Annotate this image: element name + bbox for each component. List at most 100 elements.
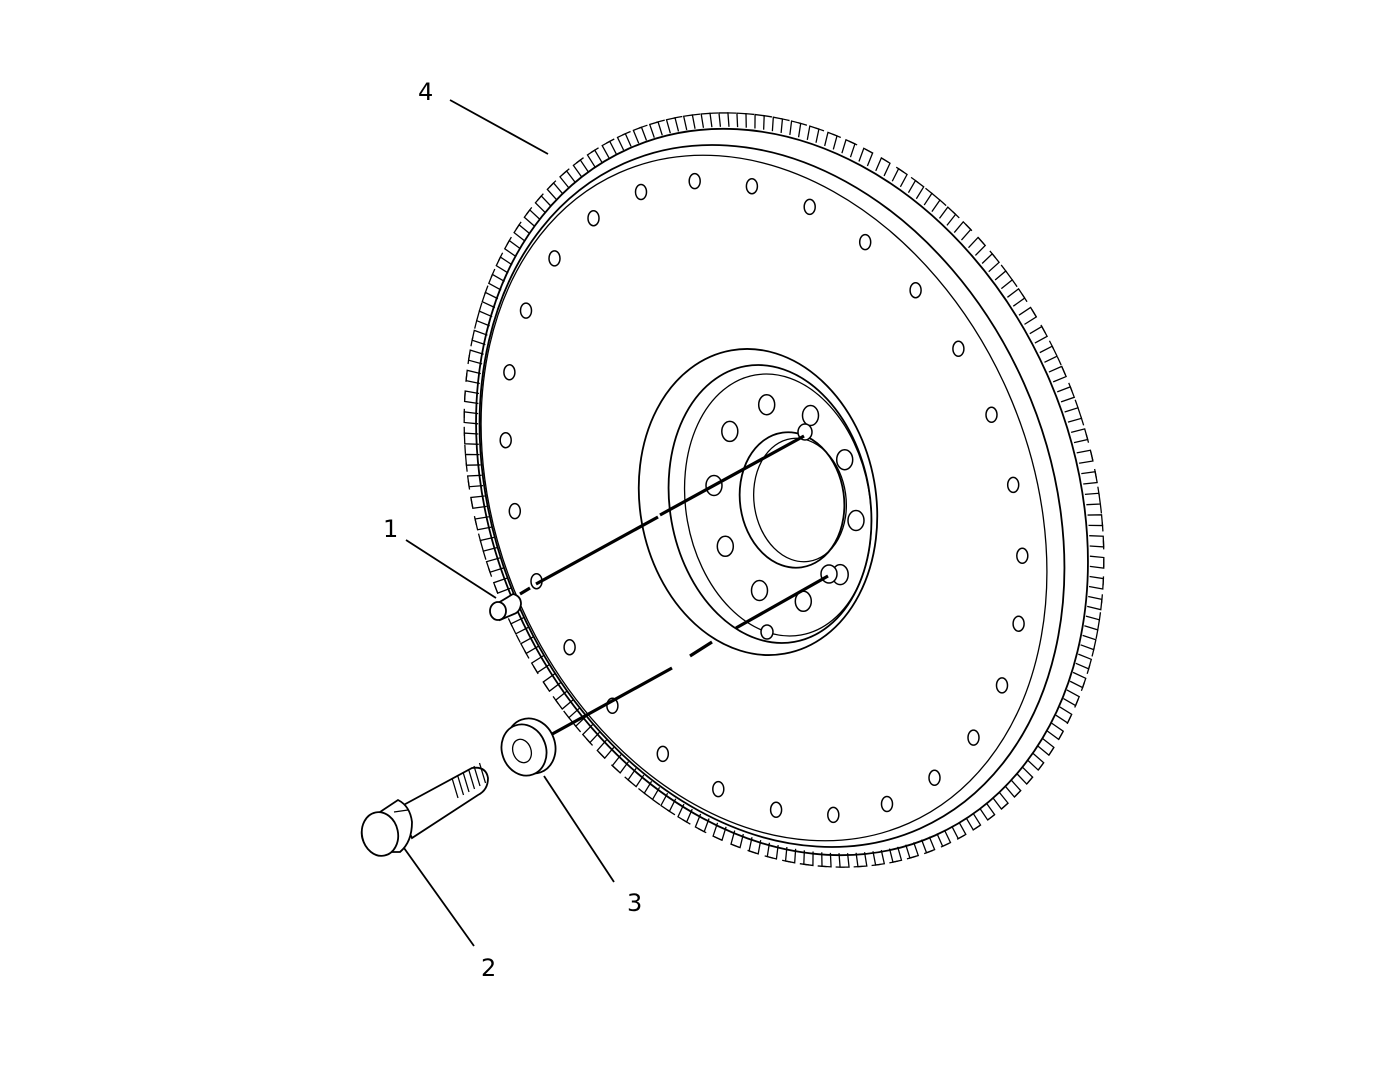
outer-bolt-hole bbox=[499, 431, 512, 449]
hub-bolt-hole bbox=[721, 420, 739, 443]
gear-tooth bbox=[875, 157, 891, 177]
outer-bolt-hole bbox=[634, 183, 648, 201]
gear-tooth bbox=[463, 432, 479, 445]
outer-bolt-hole bbox=[995, 677, 1009, 694]
gear-tooth bbox=[479, 536, 498, 552]
gear-tooth bbox=[648, 121, 663, 138]
outer-bolt-hole bbox=[985, 406, 998, 424]
gear-tooth bbox=[700, 112, 713, 128]
hub-outer-edge bbox=[637, 348, 879, 656]
washer bbox=[500, 717, 557, 777]
gear-tooth bbox=[938, 206, 957, 226]
bolt-axis-solid bbox=[735, 574, 829, 630]
bolt-thread bbox=[451, 777, 459, 799]
outer-bolt-hole bbox=[952, 340, 965, 358]
gear-tooth bbox=[891, 167, 908, 188]
outer-bolt-hole bbox=[909, 281, 922, 299]
leader-1 bbox=[405, 539, 497, 599]
outer-bolt-hole bbox=[1012, 615, 1025, 632]
gear-tooth bbox=[523, 208, 541, 228]
outer-bolt-hole bbox=[858, 233, 872, 251]
gear-tooth bbox=[718, 112, 730, 127]
callout-1: 1 bbox=[383, 515, 398, 543]
bolt-threads bbox=[451, 762, 487, 799]
gear-tooth bbox=[586, 149, 603, 168]
outer-bolt-hole bbox=[688, 172, 701, 190]
outer-bolt-hole bbox=[587, 209, 600, 227]
gear-tooth bbox=[1064, 406, 1083, 423]
outer-bolt-hole bbox=[1006, 476, 1020, 494]
center-bore-inner bbox=[752, 437, 848, 563]
gear-tooth bbox=[953, 220, 972, 241]
leader-3 bbox=[543, 775, 615, 883]
leader-2 bbox=[403, 847, 475, 947]
gear-tooth bbox=[632, 126, 648, 144]
gear-tooth bbox=[503, 239, 521, 258]
flywheel bbox=[463, 112, 1105, 868]
gear-tooth bbox=[754, 113, 765, 130]
outer-bolt-hole bbox=[967, 729, 980, 746]
gear-tooth bbox=[923, 192, 941, 212]
gear-tooth bbox=[1018, 306, 1038, 325]
gear-tooth bbox=[1088, 575, 1105, 590]
outer-bolt-hole bbox=[519, 302, 533, 319]
gear-tooth bbox=[464, 453, 481, 466]
outer-bolt-hole bbox=[827, 806, 840, 824]
outer-bolt-hole bbox=[508, 502, 522, 520]
bolt-thread bbox=[462, 771, 470, 793]
bolt-thread bbox=[456, 774, 465, 796]
gear-tooth bbox=[858, 147, 874, 167]
gear-tooth bbox=[1084, 615, 1101, 631]
bolt-thread bbox=[478, 762, 487, 784]
gear-tooth bbox=[1039, 345, 1058, 363]
gear-tooth bbox=[1075, 653, 1093, 670]
dowel-axis-dash bbox=[535, 515, 659, 586]
gear-tooth bbox=[806, 125, 820, 143]
gear-tooth bbox=[510, 617, 529, 635]
bolt-axis-line bbox=[544, 666, 673, 740]
gear-tooth bbox=[513, 223, 531, 242]
gear-tooth bbox=[992, 791, 1009, 810]
gear-tooth bbox=[487, 273, 505, 291]
hub bbox=[637, 348, 879, 656]
outer-bolt-hole bbox=[769, 801, 783, 819]
hub-bolt-hole bbox=[750, 579, 769, 602]
gear-tooth bbox=[616, 132, 632, 151]
bolt bbox=[360, 762, 489, 857]
gear-tooth bbox=[979, 802, 996, 821]
bolt-thread bbox=[473, 765, 481, 787]
gear-tooth bbox=[1081, 471, 1098, 485]
dowel-axis-dash2 bbox=[519, 586, 531, 596]
callout-2: 2 bbox=[481, 954, 496, 982]
gear-tooth bbox=[665, 117, 680, 134]
gear-tooth bbox=[736, 112, 747, 128]
gear-tooth bbox=[1056, 386, 1076, 403]
outer-bolt-hole bbox=[656, 745, 670, 763]
hub-bolt-hole bbox=[835, 448, 854, 471]
gear-tooth bbox=[495, 256, 513, 274]
ring-gear-teeth bbox=[463, 112, 1105, 868]
callout-3: 3 bbox=[627, 889, 642, 917]
bolt-thread bbox=[467, 768, 476, 790]
dowel-pin bbox=[489, 593, 522, 622]
gear-tooth bbox=[965, 812, 982, 831]
hub-face bbox=[683, 373, 873, 637]
gear-tooth bbox=[1087, 595, 1103, 611]
gear-tooth bbox=[485, 557, 504, 574]
gear-tooth bbox=[682, 114, 696, 131]
gear-tooth bbox=[789, 120, 802, 138]
callout-4: 4 bbox=[418, 78, 433, 106]
gear-tooth bbox=[643, 780, 661, 801]
outer-bolt-hole bbox=[712, 780, 725, 798]
assembly-axes bbox=[519, 434, 829, 740]
outer-bolt-holes bbox=[499, 172, 1029, 824]
center-bore bbox=[738, 431, 846, 569]
hub-notch bbox=[760, 624, 774, 640]
gear-tooth bbox=[981, 252, 1000, 273]
gear-tooth bbox=[677, 803, 693, 823]
outer-bolt-hole bbox=[803, 198, 816, 216]
gear-tooth bbox=[471, 329, 488, 346]
gear-tooth bbox=[907, 179, 925, 200]
gear-tooth bbox=[968, 236, 987, 256]
gear-tooth bbox=[1048, 365, 1067, 383]
